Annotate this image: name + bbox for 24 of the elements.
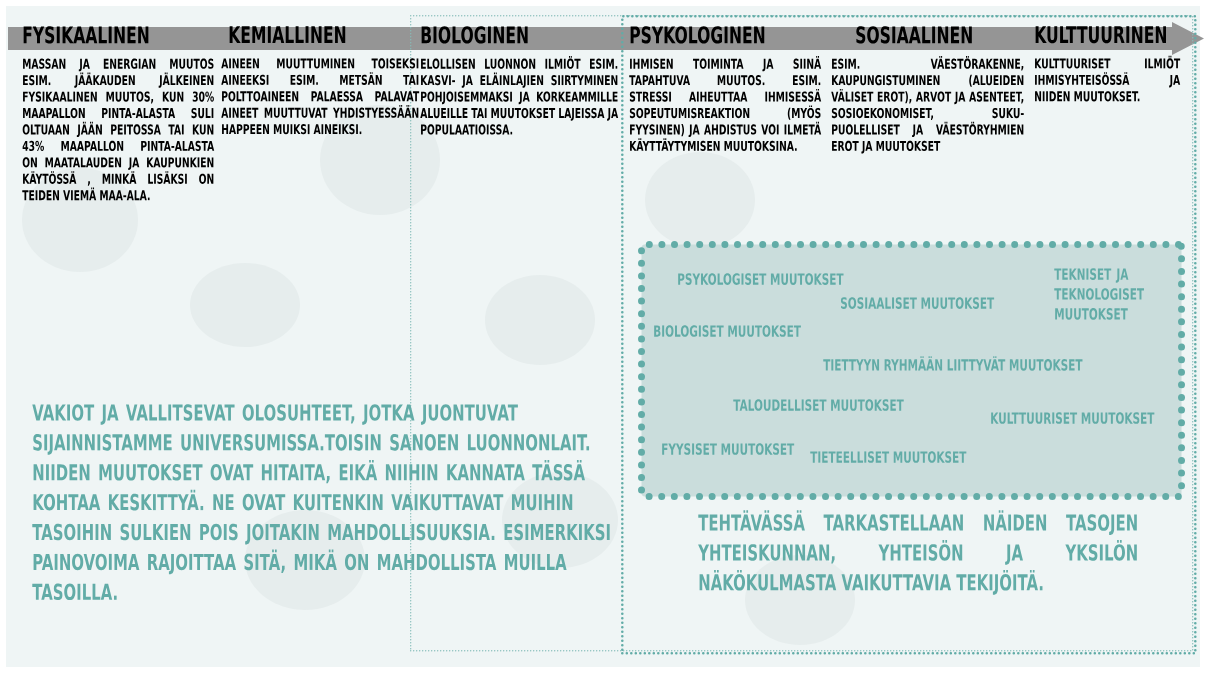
level-heading: BIOLOGINEN <box>421 26 528 44</box>
description-text: AINEEN MUUTTUMINEN TOISEKSI AINEEKSI ESIM. METSÄN TAI POLTTOAINEEN PALAESSA PALAVAT AINEET MUUTTUVAT YHDISTYESSÄÄN HAPPEEN MUIKSI AINEIKSI. <box>221 58 420 135</box>
level-heading: FYSIKAALINEN <box>23 26 149 44</box>
description-text: ESIM. VÄESTÖRAKENNE, KAUPUNGISTUMINEN (ALUEIDEN VÄLISET EROT), ARVOT JA ASENTEET, SOSIOEKONOMISET, SUKU-PUOLELLISET JA VÄESTÖRYHMIEN EROT JA MUUTOKSET <box>831 56 1024 154</box>
change-word: KULTTUURISET MUUTOKSET <box>991 412 1155 424</box>
dotted-frame <box>621 15 1197 655</box>
word-cloud-box <box>638 241 1185 500</box>
note-text: VAKIOT JA VALLITSEVAT OLOSUHTEET, JOTKA JUONTUVAT SIJAINNISTAMME UNIVERSUMISSA.TOISIN SANOEN LUONNONLAIT. NIIDEN MUUTOKSET OVAT HITAITA, EIKÄ NIIHIN KANNATA TÄSSÄ KOHTAA KESKITTYÄ. NE OVAT KUITENKIN VAIKUTTAVAT MUIHIN TASOIHIN SULKIEN POIS JOITAKIN MAHDOLLISUUKSIA. ESIMERKIKSI PAINOVOIMA RAJOITTAA SITÄ, MIKÄ ON MAHDOLLISTA MUILLA TASOILLA. <box>32 404 610 601</box>
description-text: KULTTUURISET ILMIÖT IHMISYHTEISÖSSÄ JA NIIDEN MUUTOKSET. <box>1035 55 1181 102</box>
change-word: BIOLOGISET MUUTOKSET <box>654 325 801 337</box>
change-word: TIETTYYN RYHMÄÄN LIITTYVÄT MUUTOKSET <box>823 356 1083 371</box>
level-heading: PSYKOLOGINEN <box>630 26 765 44</box>
level-heading: KEMIALLINEN <box>229 26 346 43</box>
change-word: TEKNISET JA TEKNOLOGISET MUUTOKSET <box>1054 268 1144 320</box>
description-text: ELOLLISEN LUONNON ILMIÖT ESIM. KASVI- JA ELÄINLAJIEN SIIRTYMINEN POHJOISEMMAKSI JA KORKEAMMILLE ALUEILLE TAI MUUTOKSET LAJEISSA JA POPULAATIOISSA. <box>420 56 619 135</box>
level-heading: SOSIAALINEN <box>856 26 972 44</box>
change-word: TIETEELLISET MUUTOKSET <box>810 451 967 463</box>
level-heading: KULTTUURINEN <box>1035 26 1166 44</box>
change-word: SOSIAALISET MUUTOKSET <box>840 297 995 309</box>
description-text: MASSAN JA ENERGIAN MUUTOS ESIM. JÄÄKAUDEN JÄLKEINEN FYSIKAALINEN MUUTOS, KUN 30% MAAPALLON PINTA-ALASTA SULI OLTUAAN JÄÄN PEITOSSA TAI KUN 43% MAAPALLON PINTA-ALASTA ON MAATALAUDEN JA KAUPUNKIEN KÄYTÖSSÄ , MINKÄ LISÄKSI ON TEIDEN VIEMÄ MAA-ALA. <box>22 58 215 201</box>
description-text: IHMISEN TOIMINTA JA SIINÄ TAPAHTUVA MUUTOS. ESIM. STRESSI AIHEUTTAA IHMISESSÄ SOPEUTUMISREAKTION (MYÖS FYYSINEN) JA AHDISTUS VOI ILMETÄ KÄYTTÄYTYMISEN MUUTOKSINA. <box>629 56 822 151</box>
change-word: PSYKOLOGISET MUUTOKSET <box>678 273 844 285</box>
change-word: FYYSISET MUUTOKSET <box>662 443 795 455</box>
change-word: TALOUDELLISET MUUTOKSET <box>733 399 904 411</box>
